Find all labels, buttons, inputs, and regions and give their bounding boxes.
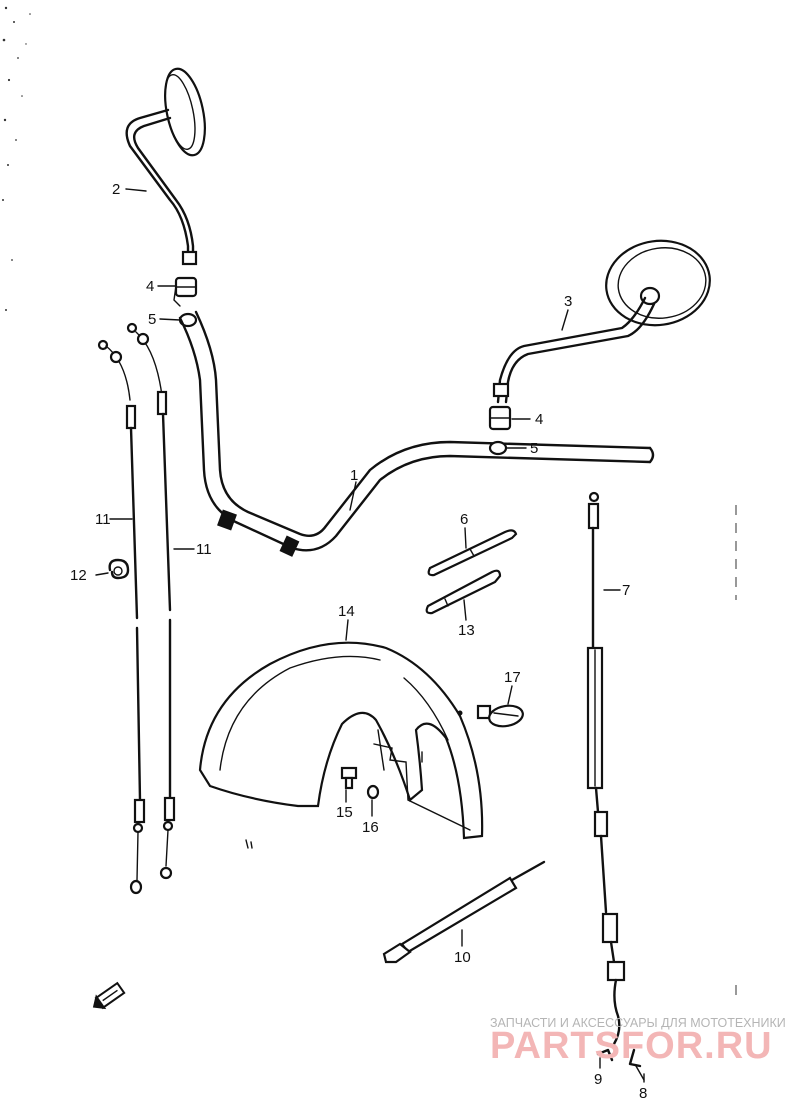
callout-4-left: 4 <box>146 278 154 295</box>
callout-1: 1 <box>350 467 358 484</box>
callout-11-right: 11 <box>196 541 212 558</box>
callout-8: 8 <box>639 1085 647 1102</box>
callout-3: 3 <box>564 293 572 310</box>
stray-mark <box>245 839 253 849</box>
callout-6: 6 <box>460 511 468 528</box>
speedometer-rod <box>382 860 546 964</box>
cable-clip <box>108 558 130 580</box>
callout-9: 9 <box>594 1071 602 1088</box>
front-fender <box>198 641 484 840</box>
callout-12: 12 <box>70 567 87 584</box>
watermark-brand: PARTSFOR.RU <box>490 1025 773 1067</box>
fender-emblem <box>457 704 524 728</box>
callout-5-right: 5 <box>530 440 538 457</box>
callout-5-left: 5 <box>148 311 156 328</box>
right-nut-washer <box>488 405 512 456</box>
callout-7: 7 <box>622 582 630 599</box>
speedometer-cable <box>586 491 626 1046</box>
control-cables <box>97 322 176 895</box>
callout-13: 13 <box>458 622 475 639</box>
watermark-tagline: ЗАПЧАСТИ И АКСЕССУАРЫ ДЛЯ МОТОТЕХНИКИ <box>490 1016 786 1030</box>
callout-15: 15 <box>336 804 353 821</box>
bands <box>425 529 518 615</box>
callout-4-right: 4 <box>535 411 543 428</box>
handlebar <box>178 310 655 557</box>
scan-noise <box>2 6 31 311</box>
callout-16: 16 <box>362 819 379 836</box>
front-direction-icon <box>92 981 126 1010</box>
left-nut-washer <box>174 276 198 328</box>
callout-14: 14 <box>338 603 355 620</box>
leader-lines <box>95 188 645 1083</box>
callout-17: 17 <box>504 669 521 686</box>
callout-numbers: 2 4 5 3 4 5 1 11 11 12 6 13 7 14 17 15 1… <box>70 181 647 1102</box>
right-mirror <box>492 239 711 404</box>
watermark: ЗАПЧАСТИ И АКСЕССУАРЫ ДЛЯ МОТОТЕХНИКИ PA… <box>490 1016 786 1067</box>
callout-2: 2 <box>112 181 120 198</box>
left-mirror <box>125 67 206 266</box>
fender-bolt-washer <box>340 766 380 800</box>
callout-11-left: 11 <box>95 511 111 528</box>
cable-small-parts <box>596 1048 645 1081</box>
callout-10: 10 <box>454 949 471 966</box>
